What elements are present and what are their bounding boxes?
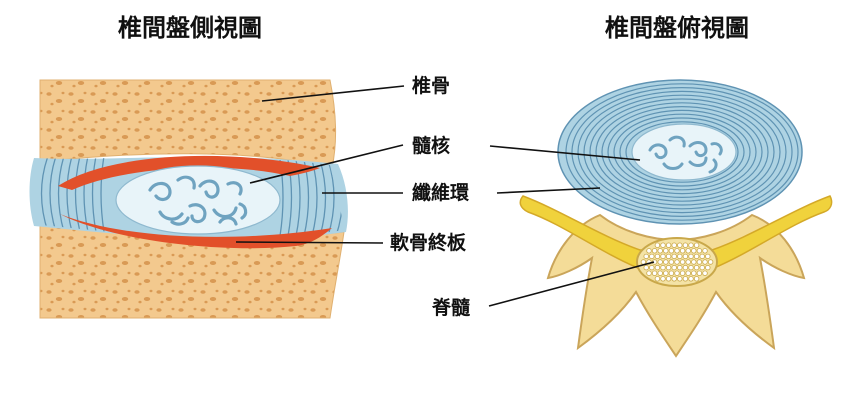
spinal-cord-leader bbox=[488, 261, 655, 307]
label-annulus: 纖維環 bbox=[412, 181, 470, 204]
spinal-cord-fibers bbox=[640, 242, 714, 282]
nucleus-top bbox=[631, 123, 737, 181]
nucleus-swirls-top bbox=[648, 135, 723, 174]
label-vertebra: 椎骨 bbox=[412, 74, 450, 97]
label-spinal-cord: 脊髓 bbox=[431, 296, 471, 319]
annulus-rings-top bbox=[565, 83, 799, 221]
upper-vertebra bbox=[39, 79, 337, 169]
label-nucleus: 髓核 bbox=[412, 134, 450, 157]
side-view-title: 椎間盤側視圖 bbox=[118, 14, 262, 42]
vertebra-leader bbox=[261, 85, 405, 102]
endplate-leader bbox=[235, 241, 384, 244]
nucleus-leader bbox=[249, 144, 404, 184]
top-view bbox=[519, 79, 833, 358]
top-view-title: 椎間盤俯視圖 bbox=[605, 14, 749, 42]
endplate-upper bbox=[58, 155, 320, 190]
nucleus-leader-top bbox=[489, 145, 641, 161]
endplate-lower bbox=[60, 214, 332, 249]
nucleus-side bbox=[115, 165, 281, 235]
side-view bbox=[29, 79, 348, 319]
annulus-leader-top bbox=[496, 187, 601, 194]
label-endplate: 軟骨終板 bbox=[390, 231, 467, 254]
nucleus-swirls-side bbox=[148, 175, 248, 226]
